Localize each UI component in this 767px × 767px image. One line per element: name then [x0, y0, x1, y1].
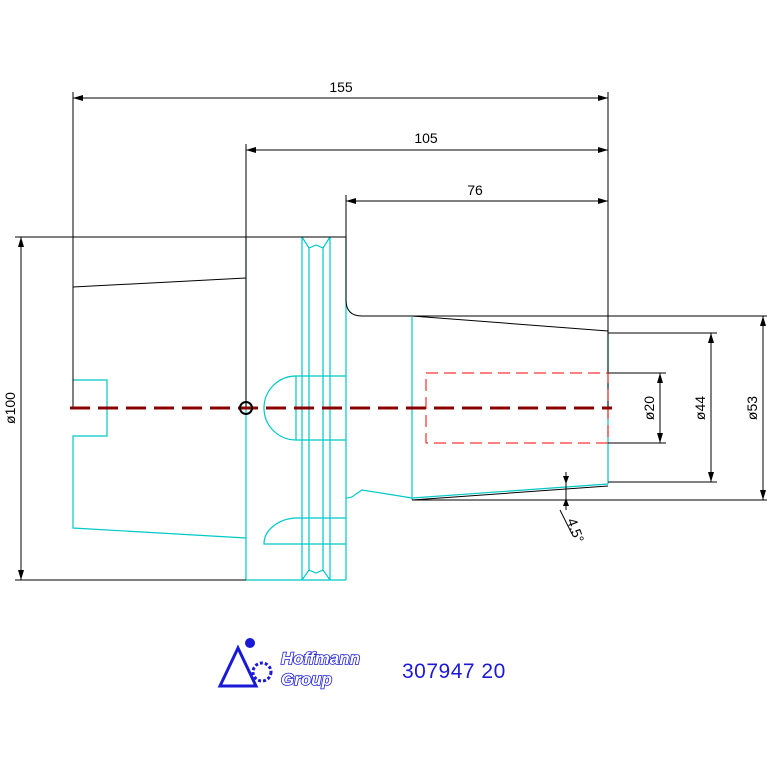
arrow-angle-bottom — [563, 498, 569, 506]
logo-head-icon — [245, 638, 255, 648]
arrow-100-top — [18, 237, 24, 247]
part-number: 307947 20 — [402, 660, 506, 683]
arrow-44-bottom — [708, 472, 714, 482]
dim-76-label: 76 — [467, 182, 483, 198]
angle-leader-2 — [559, 509, 573, 535]
arrow-76-right — [598, 198, 608, 204]
arrow-105-right — [598, 147, 608, 153]
arrow-53-bottom — [760, 490, 766, 500]
logo-triangle-icon — [217, 644, 259, 688]
center-mark — [239, 401, 253, 415]
arrow-53-top — [760, 316, 766, 326]
arrow-76-left — [346, 198, 356, 204]
v-groove-bottom — [301, 569, 331, 581]
dim-20-label: ø20 — [641, 396, 657, 420]
logo-gear-icon — [251, 661, 273, 683]
profile-edges — [72, 237, 609, 501]
v-groove-top — [301, 236, 331, 249]
drive-slot-arc-upper — [263, 375, 346, 441]
drive-slot-arc-lower — [263, 517, 346, 545]
taper-top-edge — [72, 277, 247, 288]
arrow-20-top — [657, 373, 663, 383]
dimensions — [15, 92, 767, 581]
arrow-20-bottom — [657, 433, 663, 443]
arrow-angle-top — [563, 476, 569, 484]
dim-105-label: 105 — [414, 130, 438, 146]
arrow-105-left — [246, 147, 256, 153]
arrow-155-right — [598, 95, 608, 101]
shank-top-taper — [411, 315, 609, 332]
dim-155-label: 155 — [329, 79, 353, 95]
logo-text-hoffmann: Hoffmann — [281, 649, 360, 668]
dim-44-label: ø44 — [692, 396, 708, 420]
shank-upper-edge — [345, 489, 413, 499]
logo-text-group: Group — [281, 670, 332, 689]
shank-bottom — [411, 483, 609, 499]
dim-53-label: ø53 — [744, 396, 760, 420]
shank-top-fillet — [345, 237, 412, 317]
dim-100-label: ø100 — [2, 392, 18, 424]
arrowheads — [18, 95, 766, 580]
angle-label: 4.5° — [564, 516, 588, 545]
shank-bottom-line — [411, 485, 609, 501]
tang-outline — [72, 379, 247, 539]
hoffmann-logo: Hoffmann Group — [217, 638, 361, 690]
arrow-155-left — [73, 95, 83, 101]
arrow-44-top — [708, 333, 714, 343]
arrow-100-bottom — [18, 570, 24, 580]
